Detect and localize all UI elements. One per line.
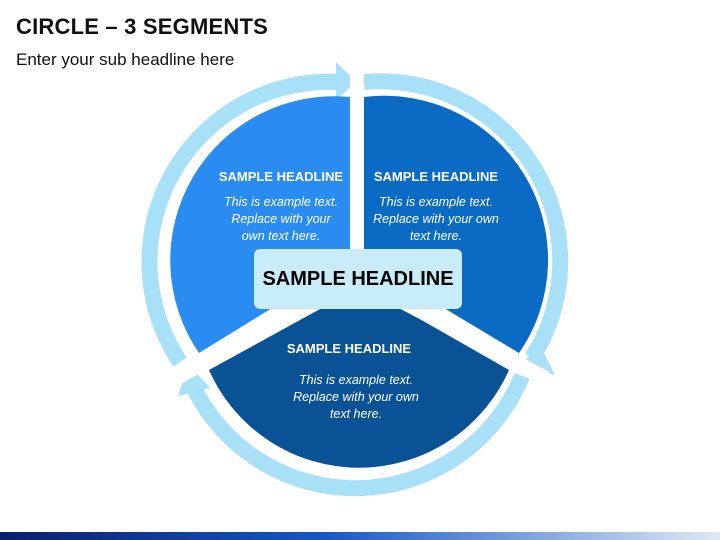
footer-bar [0,532,720,540]
segment-2-line-2: Replace with your own [373,212,499,226]
segment-1-headline: SAMPLE HEADLINE [218,169,344,184]
segment-2-line-1: This is example text. [379,195,493,209]
segment-3-line-1: This is example text. [299,373,413,387]
segment-1 [170,96,350,353]
segment-3 [209,286,509,468]
segment-2-line-3: text here. [409,229,463,243]
center-headline: SAMPLE HEADLINE [262,267,454,290]
segment-2-headline: SAMPLE HEADLINE [373,169,499,184]
segment-1-line-1: This is example text. [224,195,338,209]
segment-3-line-2: Replace with your own [293,390,419,404]
cycle-ring [141,73,569,497]
segment-2-body: This is example text. Replace with your … [351,194,521,245]
segment-1-line-3: own text here. [241,229,321,243]
segment-3-body: This is example text. Replace with your … [271,372,441,423]
ring-arc-2 [184,372,530,497]
page-subtitle: Enter your sub headline here [16,50,235,69]
segment-1-line-2: Replace with your [231,212,331,226]
segment-3-headline: SAMPLE HEADLINE [286,341,412,356]
segment-1-body: This is example text. Replace with your … [196,194,366,245]
arrowhead-1-icon [336,62,356,100]
ring-arc-1 [363,73,569,363]
ring-arc-3 [141,73,341,367]
segment-3-line-3: text here. [329,407,383,421]
center-headline-box: SAMPLE HEADLINE [254,249,462,309]
page-title: CIRCLE – 3 SEGMENTS [16,14,268,39]
segment-2 [364,95,549,353]
